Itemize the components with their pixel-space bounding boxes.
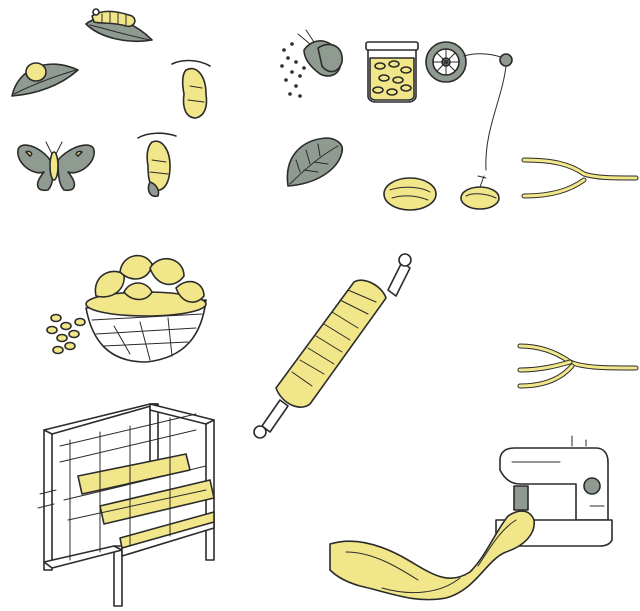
sewing-machine-icon bbox=[330, 436, 612, 600]
yarn-icon bbox=[520, 346, 636, 386]
egg-icon bbox=[12, 63, 78, 96]
leaf-icon bbox=[287, 138, 342, 186]
moth-icon bbox=[18, 142, 94, 190]
fiber-icon bbox=[524, 160, 636, 196]
loom-icon bbox=[38, 404, 214, 606]
caterpillar-icon bbox=[86, 9, 152, 41]
jar-icon bbox=[366, 42, 418, 102]
cocoon-icon bbox=[172, 61, 210, 119]
emerging-moth-icon bbox=[138, 133, 176, 196]
moth-eggs-icon bbox=[280, 30, 342, 98]
cocoon-icon bbox=[384, 178, 436, 210]
spool-icon bbox=[254, 254, 411, 438]
basket-icon bbox=[47, 256, 206, 362]
unwinding-cocoon-icon bbox=[461, 176, 499, 209]
reel-icon bbox=[426, 42, 512, 170]
